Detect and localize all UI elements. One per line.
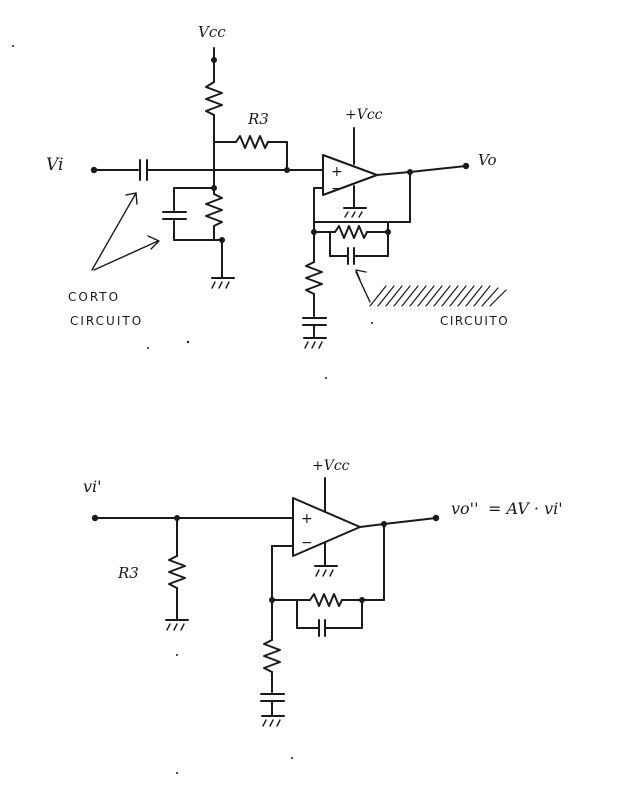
ground-hatch <box>166 623 171 631</box>
upper-bias-resistor <box>205 81 223 116</box>
hatch-line <box>409 285 427 307</box>
output-wire-2 <box>409 165 467 173</box>
output-wire <box>376 171 411 176</box>
hatch-line <box>417 285 435 307</box>
stray-mark <box>12 45 14 47</box>
top-output-label: Vo <box>478 151 497 169</box>
annotation-arrowhead-3 <box>355 269 367 281</box>
bottom-opamp-minus: − <box>301 535 313 551</box>
stray-mark <box>176 654 178 656</box>
annotation-arrow-1 <box>91 192 137 271</box>
top-input-label: Vi <box>46 155 63 175</box>
bottom-opamp-vcc-label: +Vcc <box>312 458 350 474</box>
ground-hatch <box>276 719 281 727</box>
r3-resistor <box>235 135 269 149</box>
annotation-arrow-2 <box>93 240 159 271</box>
stray-mark <box>186 340 190 344</box>
ground-hatch <box>358 211 363 218</box>
hatch-line <box>385 285 403 307</box>
hatch-line <box>481 287 499 307</box>
top-opamp-minus: − <box>331 181 343 197</box>
ground-hatch <box>311 341 316 349</box>
ground-hatch <box>180 623 185 631</box>
bottom-opamp-plus: + <box>301 511 313 527</box>
ground-hatch <box>322 569 327 577</box>
stray-mark <box>176 772 178 774</box>
bottom-output-label: vo'' <box>451 499 478 518</box>
top-opamp <box>322 154 378 196</box>
ground-hatch <box>211 281 216 289</box>
hatch-line <box>369 285 387 307</box>
ground-hatch <box>315 569 320 577</box>
lower-feedback-resistor <box>305 261 323 295</box>
stray-mark <box>371 322 373 324</box>
bottom-opamp <box>292 497 361 557</box>
stray-mark <box>325 377 327 379</box>
hatch-line <box>425 285 443 307</box>
ground-hatch <box>318 341 323 349</box>
bottom-output-equation: = AV · vi' <box>488 499 563 518</box>
top-opamp-plus: + <box>331 164 343 180</box>
stray-mark <box>147 347 149 349</box>
ground-hatch <box>225 281 230 289</box>
hatch-line <box>473 285 491 307</box>
lower-bias-resistor <box>205 187 223 241</box>
hatch-line <box>449 285 467 307</box>
hatch-line <box>377 285 395 307</box>
bottom-feedback-resistor <box>309 593 343 607</box>
top-vcc-label: Vcc <box>198 23 226 41</box>
scribble-hatching <box>369 285 507 307</box>
ground-hatch <box>304 341 309 349</box>
hatch-line <box>465 285 483 307</box>
ground-hatch <box>344 211 349 218</box>
hatch-line <box>489 289 507 307</box>
annotation-arrowhead-2 <box>147 235 160 250</box>
ground-hatch <box>218 281 223 289</box>
top-opamp-vcc-label: +Vcc <box>345 107 383 123</box>
annotation-circuito: CIRCUITO <box>70 314 143 328</box>
feedback-resistor <box>334 225 368 239</box>
hatch-line <box>441 285 459 307</box>
hatch-line <box>393 285 411 307</box>
bottom-lower-resistor <box>263 639 281 673</box>
stray-mark <box>291 757 293 759</box>
annotation-corto: CORTO <box>68 290 120 304</box>
r3-label: R3 <box>247 110 269 128</box>
ground-hatch <box>351 211 356 218</box>
ground-hatch <box>269 719 274 727</box>
hatch-line <box>401 285 419 307</box>
top-circuit: Vcc R3 Vi <box>46 23 509 349</box>
bottom-circuit: vi' R3 + − +Vcc vo'' = AV · vi' <box>83 458 563 727</box>
bottom-output-wire-2 <box>383 517 437 525</box>
hatch-line <box>457 285 475 307</box>
ground-hatch <box>262 719 267 727</box>
annotation-right-text: CIRCUITO <box>440 314 509 328</box>
output-terminal <box>462 162 470 170</box>
bottom-output-terminal <box>432 514 440 522</box>
annotation-arrowhead-1 <box>125 192 138 205</box>
bottom-output-wire <box>359 523 385 528</box>
hatch-line <box>433 285 451 307</box>
bottom-input-label: vi' <box>83 477 102 496</box>
ground-hatch <box>329 569 334 577</box>
ground-hatch <box>173 623 178 631</box>
bottom-r3-resistor <box>168 555 186 589</box>
bottom-r3-label: R3 <box>117 564 139 582</box>
